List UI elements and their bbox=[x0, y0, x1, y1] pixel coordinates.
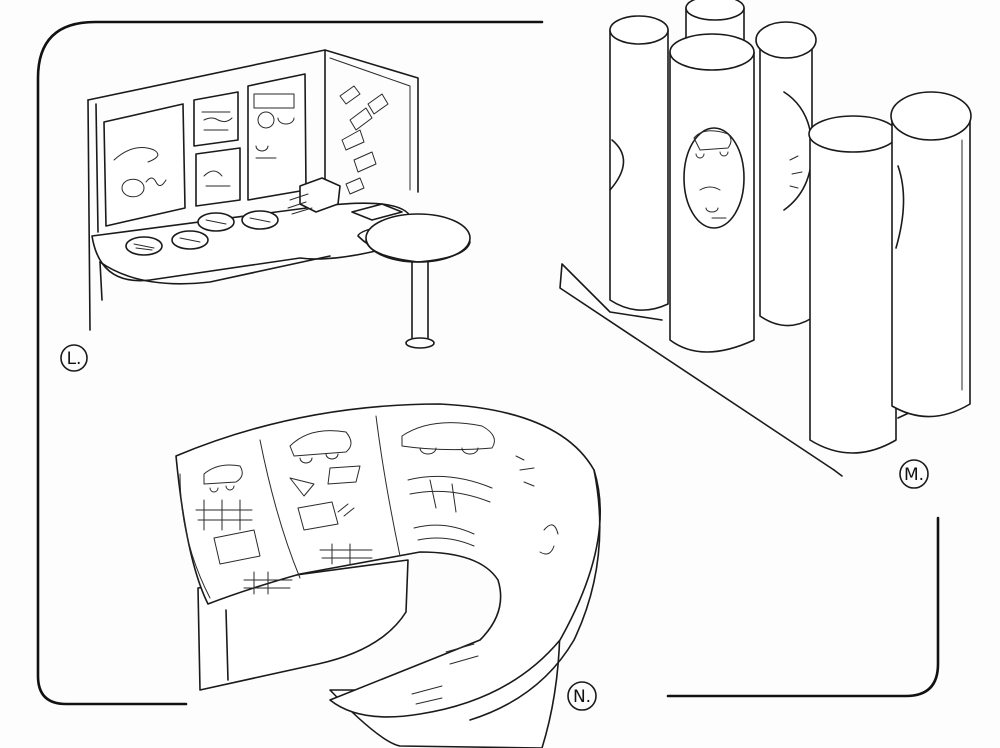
cylinder-front-right bbox=[808, 115, 898, 454]
label-l-circle bbox=[60, 344, 88, 372]
sketch-l-corner-display: L. bbox=[60, 49, 471, 372]
label-m-circle bbox=[899, 459, 929, 489]
viewing-window bbox=[683, 127, 745, 229]
sketch-m-cylinder-columns: M. bbox=[559, 0, 972, 489]
cylinder-front-window bbox=[669, 33, 755, 353]
label-l: L. bbox=[67, 349, 82, 369]
label-m: M. bbox=[904, 465, 924, 485]
display-board-tall bbox=[247, 73, 307, 201]
frame-lines bbox=[36, 20, 940, 706]
cylinder-far-right bbox=[890, 91, 972, 418]
cylinder-back-left bbox=[609, 15, 669, 311]
label-n-circle bbox=[567, 681, 597, 711]
display-board-large bbox=[103, 103, 186, 227]
display-board-small-2 bbox=[195, 147, 241, 207]
label-n: N. bbox=[573, 687, 591, 707]
cylinder-right-upper bbox=[755, 21, 817, 327]
kiosk-top-surface bbox=[175, 403, 602, 718]
sketch-n-curved-kiosk: N. bbox=[175, 403, 602, 748]
